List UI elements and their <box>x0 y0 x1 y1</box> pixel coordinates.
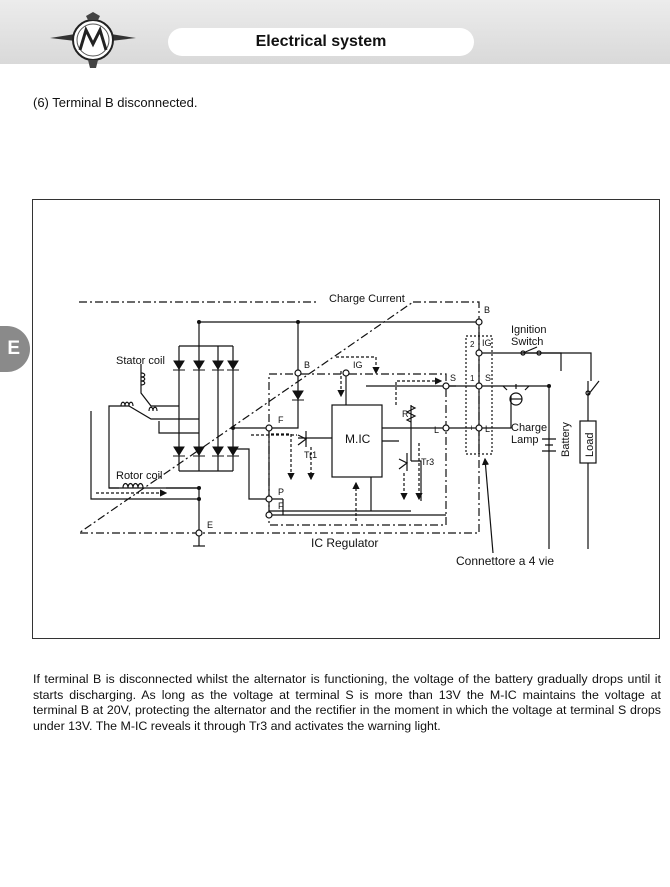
tr1-label: Tr1 <box>304 450 317 460</box>
rotor-coil-label: Rotor coil <box>116 470 162 482</box>
regulator-s-label: S <box>450 373 456 383</box>
resistor-label: R <box>402 409 409 419</box>
regulator-ig-label: IG <box>353 360 363 370</box>
terminal-b-label: B <box>484 305 490 315</box>
load-label: Load <box>584 433 596 457</box>
connector-pin-2: 2 <box>470 340 475 349</box>
switch-label: Switch <box>511 336 543 348</box>
intro-text: (6) Terminal B disconnected. <box>33 95 198 110</box>
ic-regulator-label: IC Regulator <box>311 536 378 550</box>
connector-pin-1: 1 <box>470 374 475 383</box>
section-tab[interactable]: E <box>0 326 30 372</box>
tr3-label: Tr3 <box>421 457 434 467</box>
connector-l-label: L <box>485 424 490 434</box>
circuit-diagram-frame: Charge Current B Ignition Switch Stator … <box>32 199 660 639</box>
terminal-e-label: E <box>207 520 213 530</box>
mv-agusta-logo <box>48 10 138 72</box>
body-paragraph: If terminal B is disconnected whilst the… <box>33 672 661 733</box>
mic-label: M.IC <box>345 432 371 446</box>
terminal-f2-label: F <box>278 501 284 511</box>
circuit-diagram: Charge Current B Ignition Switch Stator … <box>77 293 600 568</box>
ignition-label: Ignition <box>511 324 546 336</box>
charge-current-label: Charge Current <box>329 293 405 305</box>
lamp-label: Lamp <box>511 434 539 446</box>
connector-s-label: S <box>485 373 491 383</box>
terminal-f-label: F <box>278 415 284 425</box>
connector-ig-label: IG <box>482 338 492 348</box>
battery-label: Battery <box>560 422 572 457</box>
charge-label: Charge <box>511 422 547 434</box>
page-title: Electrical system <box>168 28 474 56</box>
connector-pin-plus: + <box>469 423 474 433</box>
connector-label: Connettore a 4 vie <box>456 554 554 568</box>
regulator-b-label: B <box>304 360 310 370</box>
stator-coil-label: Stator coil <box>116 355 165 367</box>
terminal-p-label: P <box>278 487 284 497</box>
regulator-l-label: L <box>434 425 439 435</box>
